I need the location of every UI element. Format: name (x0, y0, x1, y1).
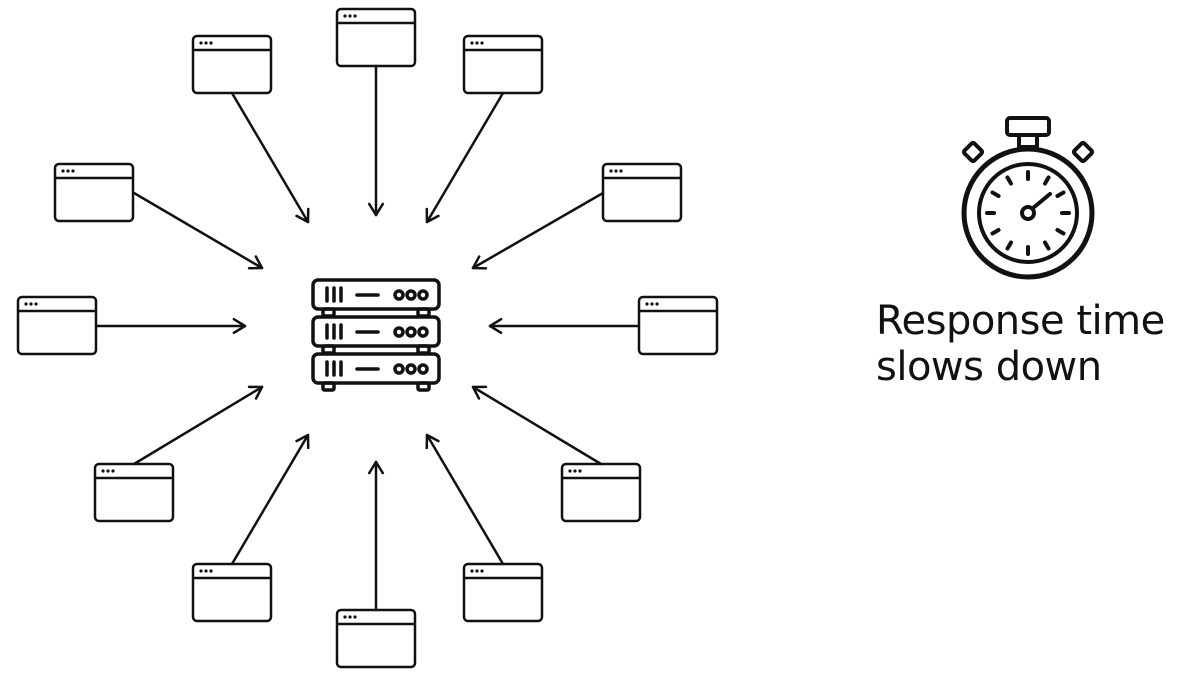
request-arrow (471, 385, 603, 466)
request-arrow (367, 460, 385, 612)
request-arrow (132, 191, 264, 270)
request-arrow (132, 385, 264, 466)
stopwatch-tick (1043, 175, 1051, 186)
request-arrow (425, 433, 505, 566)
client-window-icon (93, 462, 175, 523)
stopwatch-tick (1005, 175, 1013, 186)
caption-line-1: Response time (876, 298, 1165, 344)
request-arrow (367, 64, 385, 217)
stopwatch-tick (1055, 228, 1066, 236)
stopwatch-tick (1043, 240, 1051, 251)
stopwatch-tick (1005, 240, 1013, 251)
request-arrow (230, 433, 310, 566)
client-window-icon (53, 162, 135, 223)
client-window-icon (462, 562, 544, 623)
server-unit (311, 315, 441, 355)
request-arrows (95, 64, 641, 612)
stopwatch-tick (990, 190, 1001, 198)
request-arrow (95, 317, 247, 335)
request-arrow (230, 91, 310, 224)
server-unit (311, 278, 441, 318)
client-window-icon (637, 295, 719, 356)
server-icon (311, 278, 441, 392)
stopwatch-tick (990, 228, 1001, 236)
client-window-icon (335, 608, 417, 669)
caption: Response time slows down (876, 298, 1165, 390)
client-window-icon (335, 7, 417, 68)
client-window-icon (191, 562, 273, 623)
caption-line-2: slows down (876, 344, 1102, 390)
client-window-icon (560, 462, 642, 523)
stopwatch-icon (961, 116, 1095, 280)
client-window-icon (462, 34, 544, 95)
client-window-icon (601, 162, 683, 223)
server-unit (311, 352, 441, 392)
request-arrow (471, 191, 605, 270)
request-arrow (425, 91, 505, 224)
client-window-icon (16, 295, 98, 356)
stopwatch-tick (1055, 190, 1066, 198)
client-window-icon (191, 34, 273, 95)
request-arrow (488, 317, 641, 335)
